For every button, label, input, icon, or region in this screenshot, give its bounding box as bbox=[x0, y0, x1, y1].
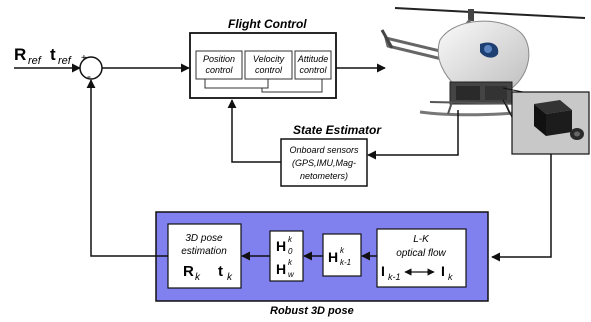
camera-to-pose-arrow bbox=[491, 154, 552, 262]
robust-pose-pose-block-t-sub-text: k bbox=[227, 272, 233, 283]
state-estimator-title: State Estimator bbox=[293, 123, 382, 137]
heli-to-estimator-arrow bbox=[367, 110, 459, 160]
flight-control-blocks-1-line2-text: control bbox=[255, 65, 283, 75]
robust-pose-homography-block-Hw-sub-text: w bbox=[288, 270, 295, 279]
state-estimator-line2-text: (GPS,IMU,Mag- bbox=[292, 158, 356, 168]
ref-t: t bbox=[50, 45, 56, 64]
state-estimator-box: Onboard sensors (GPS,IMU,Mag- netometers… bbox=[280, 138, 368, 187]
flight-control-box: Position control Velocity control Attitu… bbox=[189, 32, 337, 99]
robust-pose-pose-block-R-text: R bbox=[183, 263, 194, 280]
flight-control-blocks-0-line1-text: Position bbox=[203, 54, 235, 64]
flight-control-blocks-2-line1-text: Attitude bbox=[297, 54, 329, 64]
estimator-to-control-arrow bbox=[227, 99, 281, 163]
helicopter-image bbox=[380, 7, 586, 117]
position-control-block: Position control bbox=[195, 50, 243, 80]
robust-pose-optical-flow-block-I1-text: I bbox=[381, 263, 385, 279]
homography-h0-hw-block: H k 0 H k w bbox=[269, 230, 304, 282]
ref-R: R bbox=[14, 45, 26, 64]
state-estimator-line3-text: netometers) bbox=[300, 171, 348, 181]
velocity-control-block: Velocity control bbox=[244, 50, 293, 80]
robust-pose-optical-flow-block-line2-text: optical flow bbox=[396, 248, 446, 259]
robust-pose-pose-block-R-sub-text: k bbox=[195, 272, 201, 283]
robust-pose-optical-flow-block-line1-text: L-K bbox=[413, 234, 430, 245]
robust-pose-homography-prev-block-sup-text: k bbox=[340, 246, 345, 255]
robust-pose-pose-block-line2-text: estimation bbox=[181, 246, 227, 257]
robust-pose-pose-block-line1-text: 3D pose bbox=[185, 233, 223, 244]
homography-prev-block: H k k-1 bbox=[322, 233, 362, 277]
robust-pose-homography-block-H0-sup-text: k bbox=[288, 235, 293, 244]
robust-pose-optical-flow-block-I1-sub-text: k-1 bbox=[388, 272, 401, 282]
robust-pose-optical-flow-block-I2-text: I bbox=[441, 263, 445, 279]
flight-control-title: Flight Control bbox=[228, 17, 307, 31]
flight-control-blocks-1-line1-text: Velocity bbox=[253, 54, 285, 64]
robust-pose-homography-block-Hw-text: H bbox=[276, 261, 286, 277]
camera-icon bbox=[534, 100, 584, 140]
camera-inset bbox=[502, 87, 590, 155]
summing-junction: + - bbox=[79, 53, 103, 83]
robust-pose-homography-block-H0-text: H bbox=[276, 238, 286, 254]
robust-pose-homography-prev-block-H-text: H bbox=[328, 249, 338, 265]
flight-control-blocks-2-line2-text: control bbox=[299, 65, 327, 75]
robust-pose-optical-flow-block-I2-sub-text: k bbox=[448, 272, 453, 282]
robust-pose-panel: 3D pose estimation R k t k H k 0 H k w H… bbox=[155, 211, 489, 302]
sum-minus: - bbox=[87, 69, 91, 83]
flight-control-blocks-0-line2-text: control bbox=[205, 65, 233, 75]
state-estimator-line1-text: Onboard sensors bbox=[289, 145, 359, 155]
sum-plus: + bbox=[81, 53, 87, 64]
optical-flow-block: L-K optical flow I k-1 I k bbox=[376, 228, 467, 288]
pose-estimation-block: 3D pose estimation R k t k bbox=[167, 223, 242, 289]
reference-input: R ref t ref bbox=[14, 45, 72, 67]
feedback-arrow bbox=[86, 79, 168, 257]
robust-pose-title: Robust 3D pose bbox=[270, 305, 354, 317]
robust-pose-homography-block-H0-sub-text: 0 bbox=[288, 247, 293, 256]
robust-pose-pose-block-t-text: t bbox=[218, 263, 223, 280]
ref-R-sub: ref bbox=[28, 55, 42, 67]
robust-pose-homography-block-Hw-sup-text: k bbox=[288, 258, 293, 267]
attitude-control-block: Attitude control bbox=[294, 50, 332, 80]
ref-t-sub: ref bbox=[58, 55, 72, 67]
robust-pose-homography-prev-block-sub-text: k-1 bbox=[340, 258, 351, 267]
